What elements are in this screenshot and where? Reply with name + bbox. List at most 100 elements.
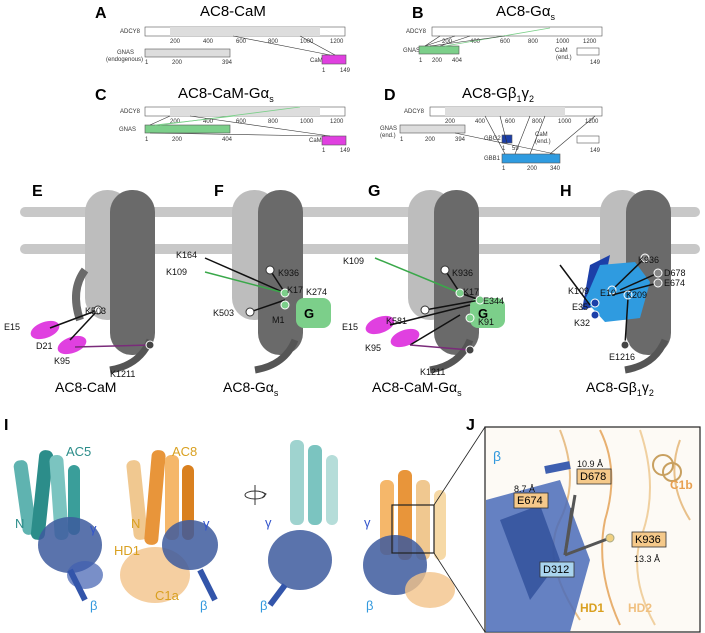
gbb1-bar <box>501 153 561 164</box>
tick: 600 <box>236 119 247 125</box>
residue-dot <box>465 345 475 355</box>
gas-g-label: G <box>478 306 488 321</box>
residue-label: K936 <box>278 268 299 278</box>
adcy8-bar <box>431 26 603 37</box>
residue-dot <box>245 307 255 317</box>
panel-b: B AC8-Gαs ADCY8 200 400 600 800 1000 120… <box>403 3 603 66</box>
xl-link <box>204 271 286 294</box>
cam-label: CaM <box>555 48 568 54</box>
residue-label: E344 <box>483 296 504 306</box>
tick: 1 <box>322 148 326 154</box>
crosslink <box>232 35 331 56</box>
residue-dot <box>640 253 650 263</box>
xl-link <box>389 304 471 326</box>
tick: 200 <box>170 119 181 125</box>
gnas-bar <box>144 48 231 58</box>
panel-label-j: J <box>466 417 475 434</box>
ac-dark-domain <box>258 190 303 355</box>
panel-j: J β 8.7 Å 10.9 Å 13.3 Å E674 D678 K936 D… <box>466 417 701 633</box>
ac-tail <box>624 338 669 374</box>
ac5-structure <box>13 450 103 602</box>
cam-bar <box>321 54 347 65</box>
tick: 1 <box>502 166 506 172</box>
crosslink <box>189 115 331 137</box>
xl-link <box>619 272 659 291</box>
panel-caption-h: AC8-Gβ1γ2 <box>586 379 654 398</box>
d312-box <box>539 561 575 578</box>
distance-label: 10.9 Å <box>577 459 603 469</box>
panel-label-b: B <box>412 5 424 22</box>
e674-box <box>513 492 549 509</box>
residue-dot <box>265 265 275 275</box>
hd2-label: HD2 <box>628 601 652 615</box>
zoom-box <box>391 504 435 554</box>
crosslink <box>424 35 456 47</box>
residue-label: K936 <box>638 255 659 265</box>
n-terminus-label: N <box>131 516 140 531</box>
crosslink <box>299 35 336 56</box>
residue-dot <box>475 295 485 305</box>
xl-link <box>424 299 481 311</box>
panel-caption-g: AC8-CaM-Gαs <box>372 379 462 398</box>
ac8-rotated-structure <box>363 470 455 608</box>
cam-lobe <box>365 315 395 335</box>
distance-label: 8.7 Å <box>514 484 535 494</box>
tick: 149 <box>590 60 601 66</box>
tick: 394 <box>455 137 466 143</box>
xl-link <box>249 299 286 313</box>
hd1-label: HD1 <box>114 543 140 558</box>
gamma-label: γ <box>364 515 371 530</box>
distance-label: 13.3 Å <box>634 554 660 564</box>
panel-title-a: AC8-CaM <box>200 3 266 20</box>
tick: 1 <box>502 146 506 152</box>
tick: 1 <box>419 58 423 64</box>
tick: 59 <box>512 146 519 152</box>
gnas-bar <box>399 124 466 134</box>
tick: 600 <box>236 39 247 45</box>
cam-label: CaM <box>309 138 322 144</box>
residue-label: D678 <box>664 268 686 278</box>
tick: 600 <box>500 39 511 45</box>
panel-title-b: AC8-Gαs <box>496 3 556 22</box>
cam-note: (end.) <box>535 139 551 145</box>
panel-label-d: D <box>384 87 396 104</box>
panel-i: I AC5 N γ β AC8 N γ HD1 C1a β <box>4 417 486 633</box>
tick: 200 <box>442 39 453 45</box>
residue-dot <box>590 298 600 308</box>
residue-label: K17 <box>463 287 479 297</box>
d678-box <box>576 468 612 485</box>
k936-box <box>631 531 667 548</box>
crosslink <box>429 35 506 47</box>
panel-d: D AC8-Gβ1γ2 ADCY8 200 400 600 800 1000 1… <box>380 85 603 172</box>
panel-label-h: H <box>560 183 572 200</box>
gnas-note: (end.) <box>380 133 396 139</box>
crosslink-green <box>159 106 301 126</box>
adcy8-domain <box>445 107 565 116</box>
xl-link <box>269 269 286 294</box>
residue-dot <box>420 305 430 315</box>
residue-label: K91 <box>478 317 494 327</box>
panel-c: C AC8-CaM-Gαs ADCY8 200 400 600 800 1000… <box>95 85 351 154</box>
residue-label: K17 <box>287 285 303 295</box>
gnas-bar <box>144 124 231 134</box>
residue-label: M1 <box>272 315 285 325</box>
beta-label: β <box>366 598 373 613</box>
residue-label: K95 <box>365 343 381 353</box>
tick: 800 <box>532 119 543 125</box>
tick: 340 <box>550 166 561 172</box>
hd1-label: HD1 <box>580 601 604 615</box>
c1b-label: C1b <box>670 478 693 492</box>
membrane-bottom <box>20 244 700 254</box>
c1a-label: C1a <box>155 588 180 603</box>
tick: 800 <box>268 39 279 45</box>
residue-label: K936 <box>452 268 473 278</box>
d678-label: D678 <box>580 471 606 483</box>
residue-label: K164 <box>176 250 197 260</box>
xl-link <box>204 257 286 294</box>
residue-dot <box>653 278 663 288</box>
tick: 800 <box>528 39 539 45</box>
tick: 394 <box>222 60 233 66</box>
residue-dot <box>590 310 600 320</box>
residue-label: E1216 <box>609 352 635 362</box>
